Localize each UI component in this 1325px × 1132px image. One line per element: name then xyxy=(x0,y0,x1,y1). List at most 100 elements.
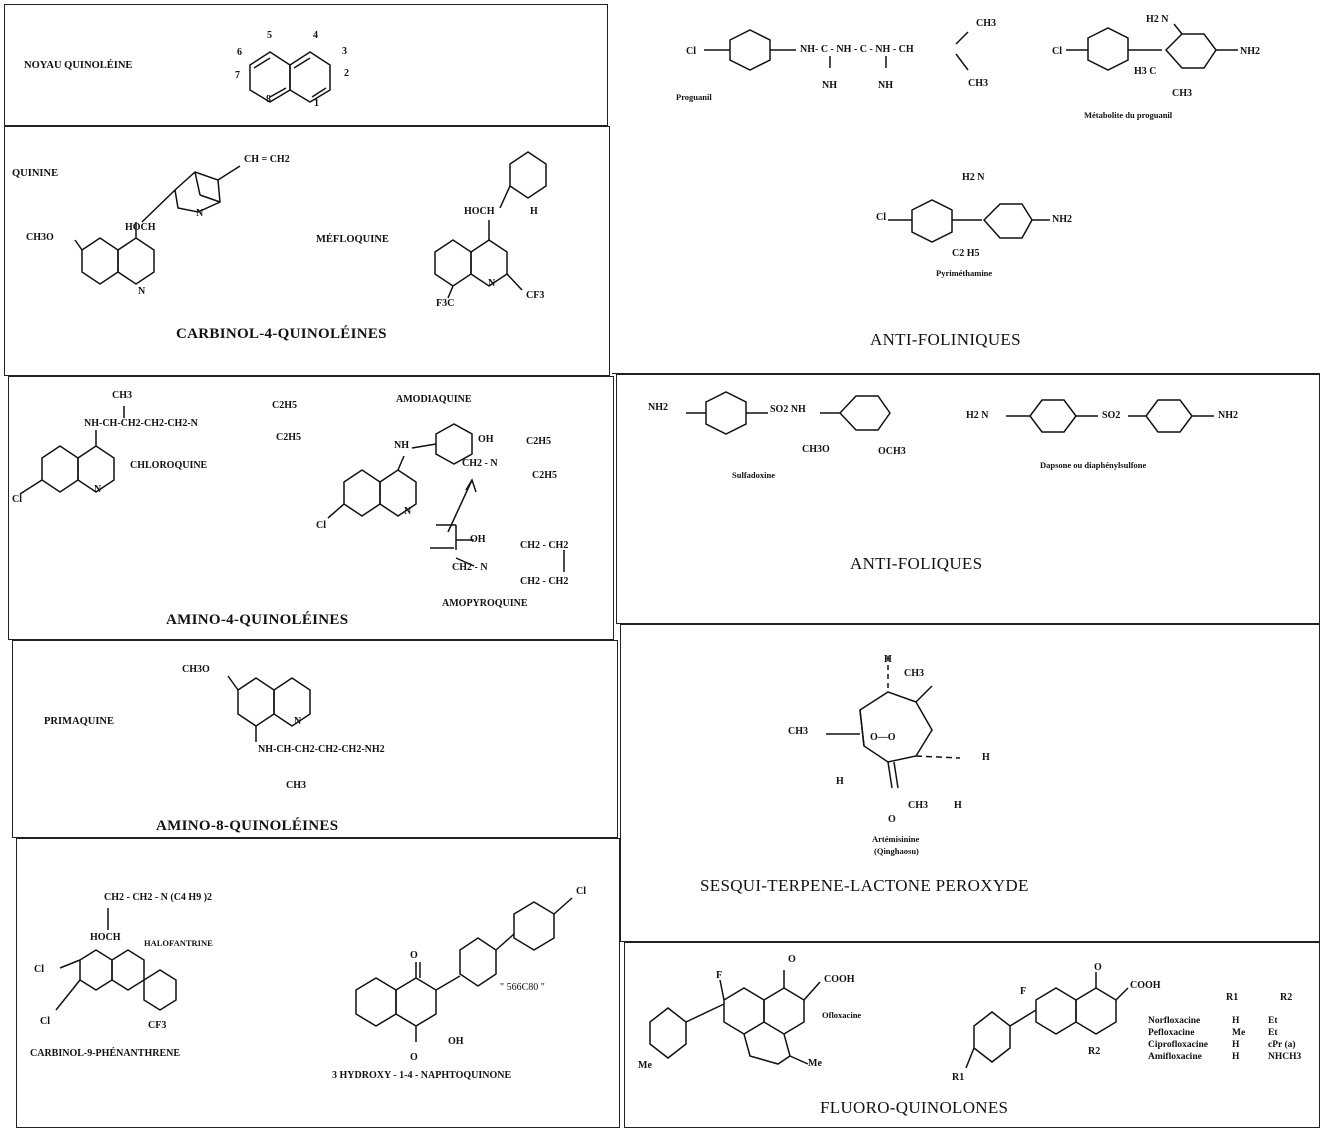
fluoroquinolone-general-structure xyxy=(965,972,1129,1069)
quinine-n: N xyxy=(138,286,146,297)
chloroquine-label: CHLOROQUINE xyxy=(130,460,208,471)
table-cell: H xyxy=(1232,1052,1240,1062)
amopyroquine-label: AMOPYROQUINE xyxy=(442,598,528,609)
quinoline-number-8: 8 xyxy=(266,94,271,105)
pyrimethamine-cl: Cl xyxy=(876,212,886,223)
halofantrine-cl-top: Cl xyxy=(34,964,44,975)
sulfadoxine-so2nh: SO2 NH xyxy=(770,404,806,415)
halofantrine-structure xyxy=(55,908,177,1011)
amopyroquine-oh: OH xyxy=(470,534,486,545)
table-cell: NHCH3 xyxy=(1268,1052,1302,1062)
amodiaquine-cl: Cl xyxy=(316,520,326,531)
quinoline-number-6: 6 xyxy=(237,47,242,58)
atovaquone-oh: OH xyxy=(448,1036,464,1047)
atovaquone-structure xyxy=(355,897,573,1042)
quinoline-number-2: 2 xyxy=(344,68,349,79)
pyrimethamine-c2h5: C2 H5 xyxy=(952,248,980,259)
table-cell: Et xyxy=(1268,1028,1278,1038)
atovaquone-o-top: O xyxy=(410,950,418,961)
table-cell: cPr (a) xyxy=(1268,1040,1296,1050)
halofantrine-cl-bottom: Cl xyxy=(40,1016,50,1027)
table-cell: H xyxy=(1232,1040,1240,1050)
dapsone-label: Dapsone ou diaphénylsulfone xyxy=(1040,460,1147,470)
mefloquine-n: N xyxy=(488,278,496,289)
amodiaquine-c2h5-top: C2H5 xyxy=(526,436,551,447)
noyau-quinoleine-label: NOYAU QUINOLÉINE xyxy=(24,60,133,71)
artemisinine-h-right: H xyxy=(982,752,990,763)
chloroquine-cl: Cl xyxy=(12,494,22,505)
ofloxacine-me-left: Me xyxy=(638,1060,652,1071)
artemisinine-h-left: H xyxy=(836,776,844,787)
quinine-ring-n: N xyxy=(196,208,204,219)
metabolite-structure xyxy=(1066,23,1238,71)
pyrimethamine-h2n: H2 N xyxy=(962,172,985,183)
panel-sesqui-terpene xyxy=(620,624,1320,942)
metabolite-label: Métabolite du proguanil xyxy=(1084,110,1173,120)
sesqui-terpene-caption: SESQUI-TERPENE-LACTONE PEROXYDE xyxy=(700,876,1029,895)
artemisinine-h-top: H xyxy=(884,654,892,665)
artemisinine-o: O xyxy=(888,814,896,825)
pyrimethamine-label: Pyriméthamine xyxy=(936,268,993,278)
proguanil-cl: Cl xyxy=(686,46,696,57)
proguanil-label: Proguanil xyxy=(676,92,712,102)
proguanil-ch3-bottom: CH3 xyxy=(968,78,988,89)
metabolite-h3c: H3 C xyxy=(1134,66,1157,77)
atovaquone-cl: Cl xyxy=(576,886,586,897)
panel-anti-foliques xyxy=(616,374,1320,624)
dapsone-so2: SO2 xyxy=(1102,410,1121,421)
table-cell: Et xyxy=(1268,1016,1278,1026)
table-header-r2: R2 xyxy=(1280,992,1293,1003)
table-row: Pefloxacine xyxy=(1148,1028,1195,1038)
ofloxacine-f: F xyxy=(716,970,723,981)
atovaquone-o-bottom: O xyxy=(410,1052,418,1063)
amodiaquine-structure xyxy=(327,423,473,519)
quinoline-number-7: 7 xyxy=(235,70,240,81)
amodiaquine-c2h5-bottom: C2H5 xyxy=(532,470,557,481)
amopyroquine-fragment xyxy=(430,478,565,572)
mefloquine-cf3: CF3 xyxy=(526,290,545,301)
sulfadoxine-och3: OCH3 xyxy=(878,446,906,457)
primaquine-ch3: CH3 xyxy=(286,780,306,791)
quinine-vinyl: CH = CH2 xyxy=(244,154,290,165)
sulfadoxine-nh2: NH2 xyxy=(648,402,668,413)
general-cooh: COOH xyxy=(1130,980,1161,991)
panel-amino-4-quinoleines xyxy=(8,376,614,640)
quinoline-number-1: 1 xyxy=(314,98,319,109)
sulfadoxine-ch3o: CH3O xyxy=(802,444,830,455)
primaquine-structure xyxy=(227,675,311,742)
fluoroquinolone-table-r1: H Me H H xyxy=(1232,1016,1245,1064)
dapsone-nh2: NH2 xyxy=(1218,410,1238,421)
general-f: F xyxy=(1020,986,1027,997)
ofloxacine-label: Ofloxacine xyxy=(822,1010,862,1020)
amodiaquine-label: AMODIAQUINE xyxy=(396,394,472,405)
quinine-structure xyxy=(74,165,241,285)
primaquine-label: PRIMAQUINE xyxy=(44,716,114,727)
atovaquone-code: " 566C80 " xyxy=(500,982,545,993)
general-r1: R1 xyxy=(952,1072,965,1083)
panel-carbinol-9-phenanthrene xyxy=(16,838,620,1128)
primaquine-ch3o: CH3O xyxy=(182,664,210,675)
carbinol-9-caption: CARBINOL-9-PHÉNANTHRENE xyxy=(30,1048,181,1059)
amino-4-caption: AMINO-4-QUINOLÉINES xyxy=(166,612,349,628)
panel-anti-foliniques xyxy=(612,4,1320,374)
ofloxacine-o: O xyxy=(788,954,796,965)
amino-8-caption: AMINO-8-QUINOLÉINES xyxy=(156,818,339,834)
amopyroquine-ch2n: CH2 - N xyxy=(452,562,488,573)
halofantrine-chain: CH2 - CH2 - N (C4 H9 )2 xyxy=(104,892,213,903)
amodiaquine-n: N xyxy=(404,506,412,517)
quinoline-number-4: 4 xyxy=(313,30,318,41)
fluoroquinolone-table-r2: Et Et cPr (a) NHCH3 xyxy=(1268,1016,1301,1064)
primaquine-chain: NH-CH-CH2-CH2-CH2-NH2 xyxy=(258,744,385,755)
halofantrine-hoch: HOCH xyxy=(90,932,121,943)
naphtoquinone-caption: 3 HYDROXY - 1-4 - NAPHTOQUINONE xyxy=(332,1070,512,1081)
proguanil-structure xyxy=(704,29,969,71)
chloroquine-n: N xyxy=(94,484,102,495)
amodiaquine-oh: OH xyxy=(478,434,494,445)
qinghaosu-label: (Qinghaosu) xyxy=(874,846,919,856)
quinoline-number-3: 3 xyxy=(342,46,347,57)
panel-carbinol-4-quinoleines xyxy=(4,126,610,376)
fluoroquinolone-table-names: Norfloxacine Pefloxacine Ciprofloxacine … xyxy=(1148,1016,1208,1064)
pyrimethamine-nh2: NH2 xyxy=(1052,214,1072,225)
artemisinine-h-bottom: H xyxy=(954,800,962,811)
amopyroquine-pyr-top: CH2 - CH2 xyxy=(520,540,569,551)
